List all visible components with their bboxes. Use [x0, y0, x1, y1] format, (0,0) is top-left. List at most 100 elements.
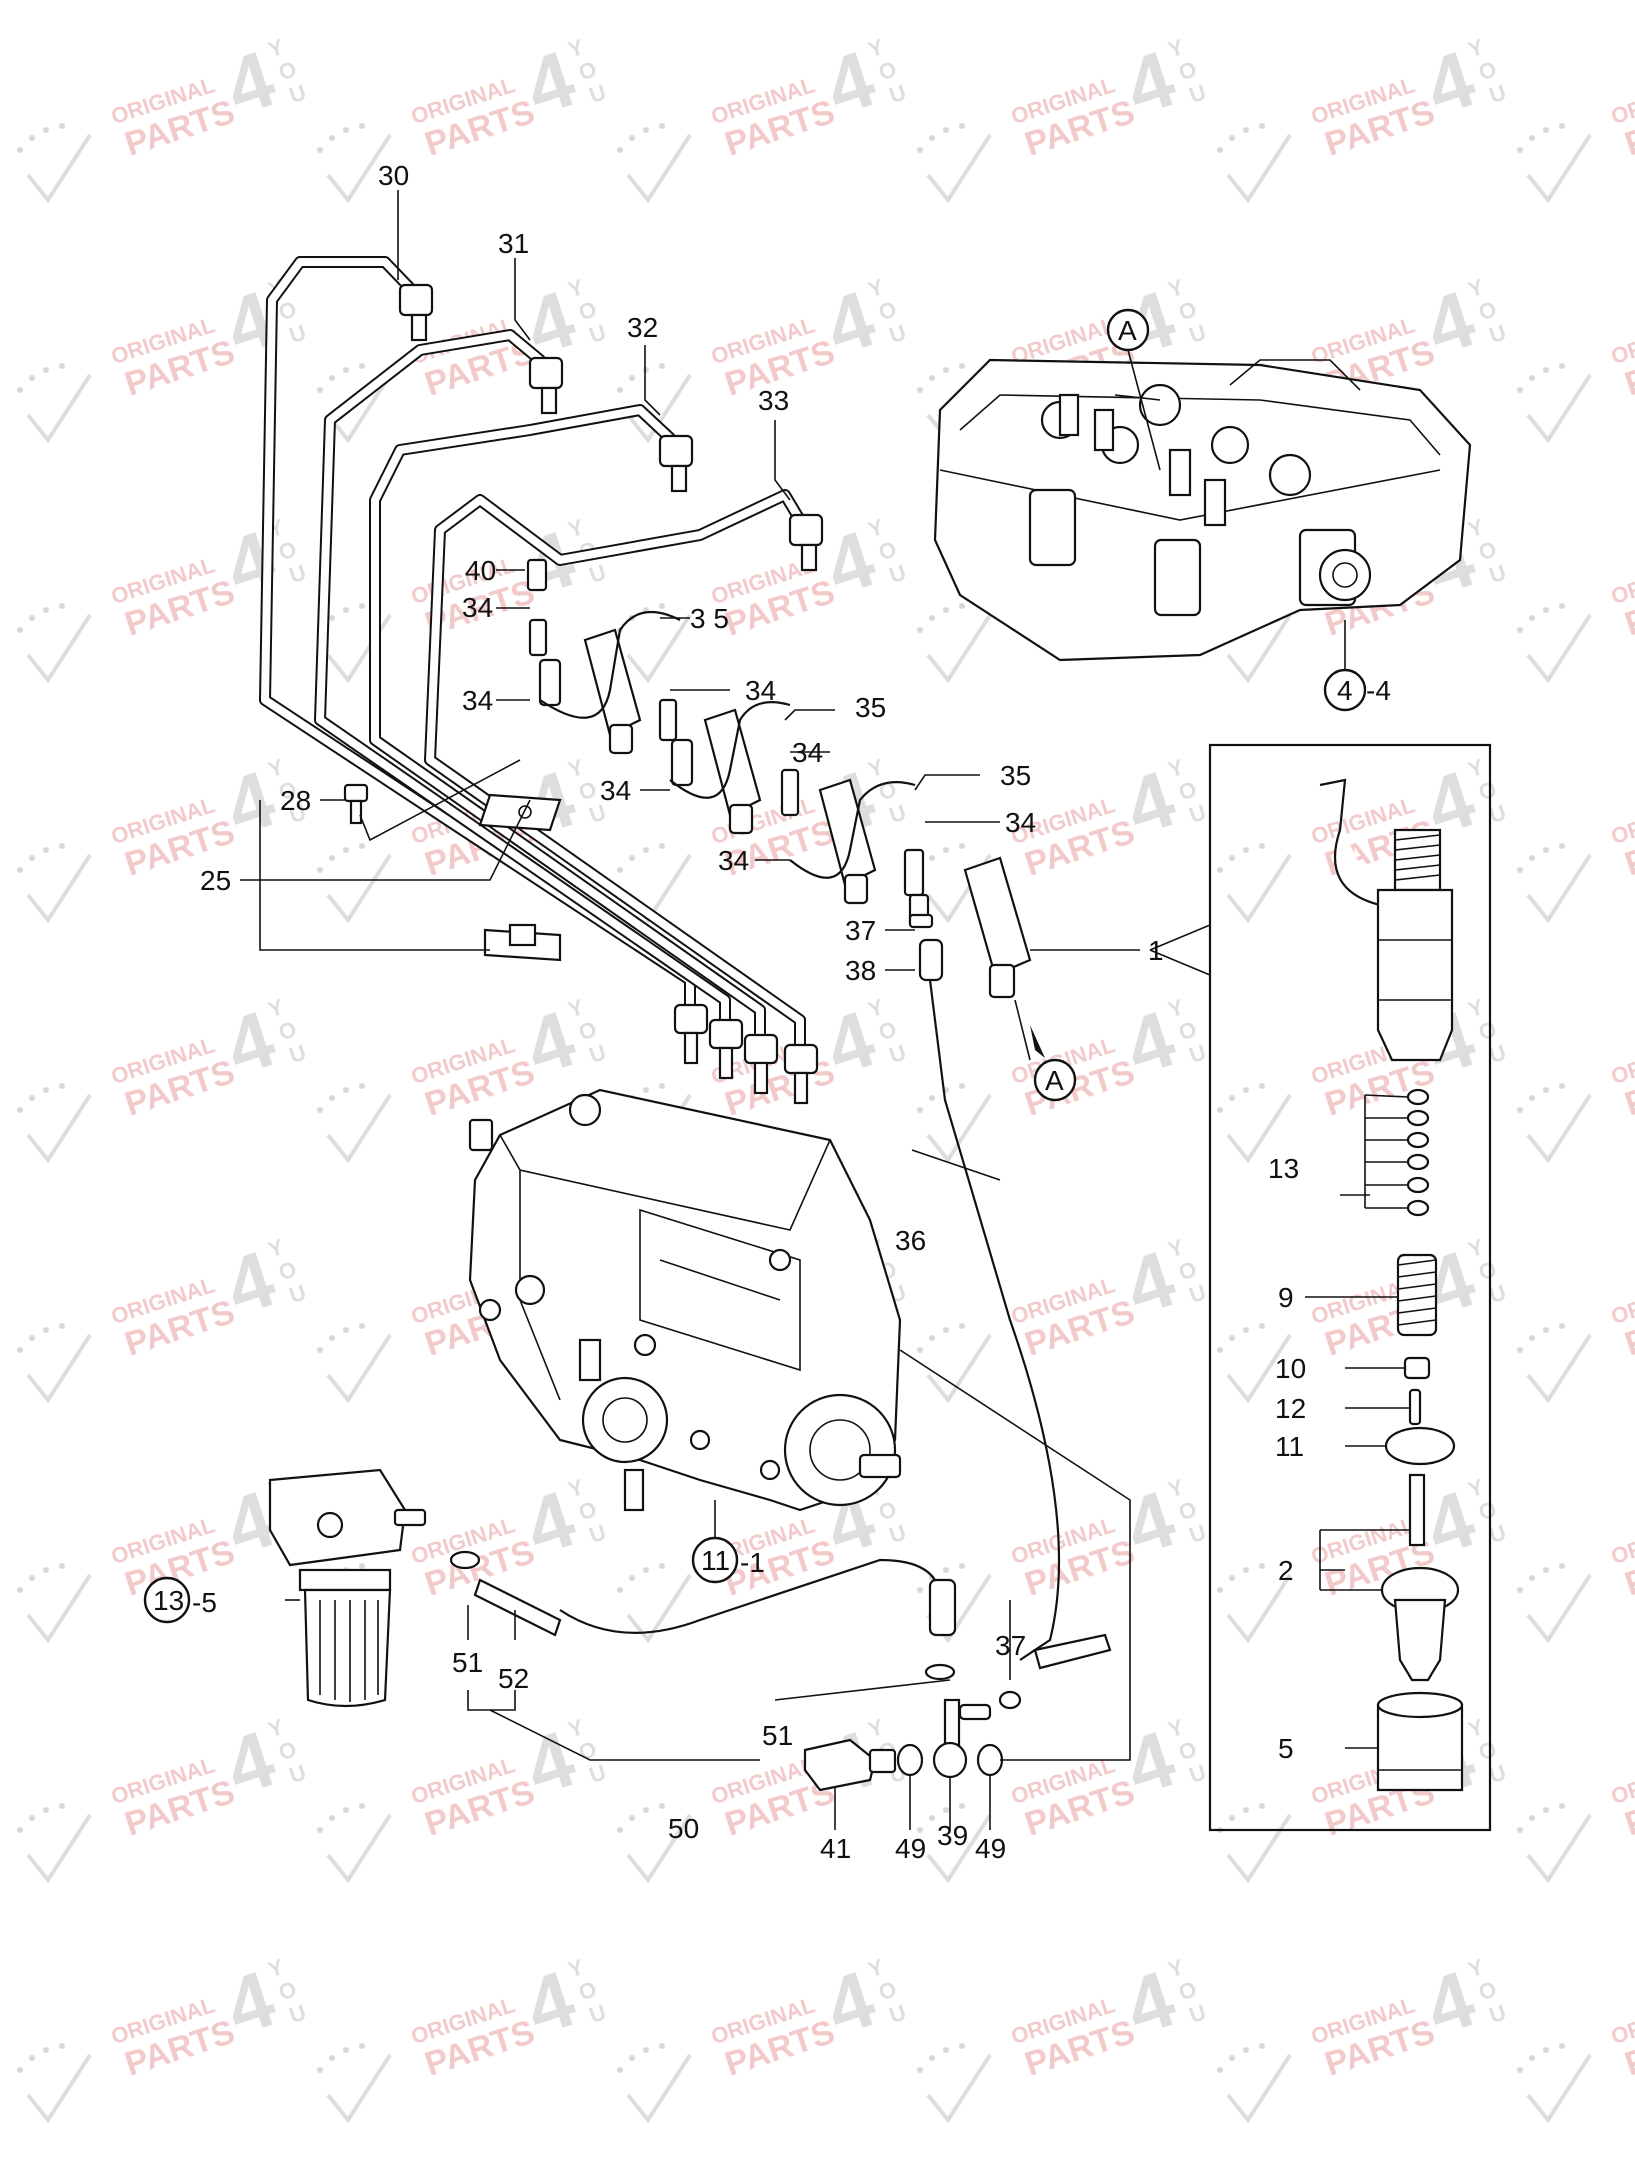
watermark-letter: U: [1186, 1039, 1209, 1068]
nozzle-detail-box: [1208, 743, 1492, 1832]
watermark-letter: U: [286, 1039, 309, 1068]
svg-text:13: 13: [153, 1585, 184, 1616]
callout-5: 5: [1278, 1733, 1294, 1764]
callout-40: 40: [465, 555, 496, 586]
watermark-letter: U: [1486, 1519, 1509, 1548]
watermark-letter: U: [1186, 79, 1209, 108]
callout-32: 32: [627, 312, 658, 343]
watermark-letter: U: [886, 799, 909, 828]
svg-text:-5: -5: [192, 1587, 217, 1618]
leader-lines: [240, 190, 1410, 1830]
callout-12: 12: [1275, 1393, 1306, 1424]
watermark-letter: U: [586, 1999, 609, 2028]
callout-35-a: 3 5: [690, 603, 729, 634]
watermark-letter: U: [286, 559, 309, 588]
callout-28: 28: [280, 785, 311, 816]
callout-49-a: 49: [895, 1833, 926, 1864]
watermark-letter: U: [886, 79, 909, 108]
watermark-letter: U: [586, 1039, 609, 1068]
ref-a-top: A: [1106, 308, 1161, 471]
callout-37-b: 37: [995, 1630, 1026, 1661]
watermark-letter: U: [1186, 1279, 1209, 1308]
fuel-filter: [268, 1468, 562, 1708]
watermark-letter: U: [286, 799, 309, 828]
ref-4-4: 4 -4: [1323, 668, 1391, 712]
watermark-original: ORIGINAL: [1608, 72, 1635, 129]
reference-markers: A A 4 -4 11 -1 13 -5: [143, 308, 1391, 1624]
watermark-letter: U: [1486, 1039, 1509, 1068]
watermark-original: ORIGINAL: [1608, 1752, 1635, 1809]
watermark-letter: U: [286, 79, 309, 108]
watermark-letter: U: [286, 1279, 309, 1308]
watermark-letter: U: [886, 1039, 909, 1068]
svg-text:A: A: [1118, 315, 1137, 346]
watermark-letter: U: [1486, 1759, 1509, 1788]
ref-a-mid: A: [1030, 1025, 1077, 1102]
callout-30: 30: [378, 160, 409, 191]
callout-34-c: 34: [745, 675, 776, 706]
callout-50: 50: [668, 1813, 699, 1844]
callout-34-f: 34: [1005, 807, 1036, 838]
callout-49-b: 49: [975, 1833, 1006, 1864]
pipe-clamp: [343, 783, 562, 962]
callout-35-c: 35: [1000, 760, 1031, 791]
fuel-lines: [559, 979, 1112, 1792]
callout-33: 33: [758, 385, 789, 416]
watermark-letter: U: [586, 1759, 609, 1788]
svg-text:-1: -1: [740, 1547, 765, 1578]
callout-11: 11: [1275, 1431, 1304, 1462]
callout-51-b: 51: [762, 1720, 793, 1751]
watermark-letter: U: [1186, 799, 1209, 828]
watermark-letter: U: [886, 1999, 909, 2028]
callout-34-d: 34: [792, 737, 823, 768]
callout-labels: 30 31 32 33 40 34 3 5 34 34 35 34 34 35 …: [200, 160, 1306, 1864]
callout-36: 36: [895, 1225, 926, 1256]
callout-37-a: 37: [845, 915, 876, 946]
watermark-letter: U: [586, 799, 609, 828]
injection-pump: [468, 1088, 902, 1512]
watermark-letter: U: [1486, 319, 1509, 348]
callout-39: 39: [937, 1820, 968, 1851]
watermark-letter: U: [1486, 799, 1509, 828]
injection-pipes: [259, 256, 824, 1105]
watermark-letter: U: [1186, 1759, 1209, 1788]
callout-10: 10: [1275, 1353, 1306, 1384]
svg-text:-4: -4: [1366, 675, 1391, 706]
ref-13-5: 13 -5: [143, 1576, 217, 1624]
callout-9: 9: [1278, 1282, 1294, 1313]
callout-51-a: 51: [452, 1647, 483, 1678]
callout-25: 25: [200, 865, 231, 896]
svg-text:11: 11: [701, 1545, 730, 1576]
cylinder-head: [933, 358, 1472, 662]
watermark-letter: U: [286, 1999, 309, 2028]
watermark-letter: U: [286, 1759, 309, 1788]
watermark-letter: U: [1486, 1999, 1509, 2028]
watermark-original: ORIGINAL: [1608, 552, 1635, 609]
